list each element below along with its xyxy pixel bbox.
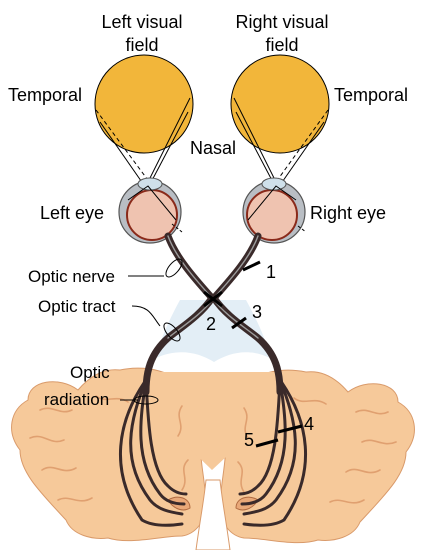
lesion-label-2: 2: [206, 314, 216, 334]
temporal-right-label: Temporal: [334, 85, 408, 105]
lesion-label-3: 3: [252, 302, 262, 322]
right-eye: [242, 177, 307, 244]
lesion-mark-3: [231, 316, 247, 330]
brain-center-bridge: [150, 372, 276, 470]
lesion-label-1: 1: [266, 262, 276, 282]
lesion-mark-1: [242, 260, 261, 272]
chiasm-region: [156, 300, 270, 362]
lesion-label-4: 4: [304, 414, 314, 434]
right-eye-label: Right eye: [310, 203, 386, 223]
left-eye: [118, 177, 183, 244]
lesion-label-5: 5: [244, 430, 254, 450]
left-visual-field: [94, 54, 194, 154]
lesion-mark-5: [255, 438, 279, 448]
lesion-mark-4: [277, 424, 303, 434]
temporal-left-label: Temporal: [8, 85, 82, 105]
right-visual-field: [230, 54, 330, 154]
leader-lines: [120, 258, 183, 405]
right-field-label-line2: field: [265, 35, 298, 55]
optic-radiation-label-line1: Optic: [70, 363, 110, 382]
left-field-label-line1: Left visual: [101, 12, 182, 32]
nasal-label: Nasal: [190, 138, 236, 158]
lesion-marks: [203, 260, 303, 448]
optic-pathways: [118, 232, 308, 527]
brain-fissure: [195, 479, 231, 550]
left-field-label-line2: field: [125, 35, 158, 55]
optic-tract-label: Optic tract: [38, 297, 116, 316]
optic-nerve-label: Optic nerve: [28, 267, 115, 286]
left-eye-label: Left eye: [40, 203, 104, 223]
brain-folds: [29, 395, 397, 504]
optic-radiation-label-line2: radiation: [44, 390, 109, 409]
right-field-label-line1: Right visual: [235, 12, 328, 32]
lesion-mark-2b: [203, 290, 223, 308]
